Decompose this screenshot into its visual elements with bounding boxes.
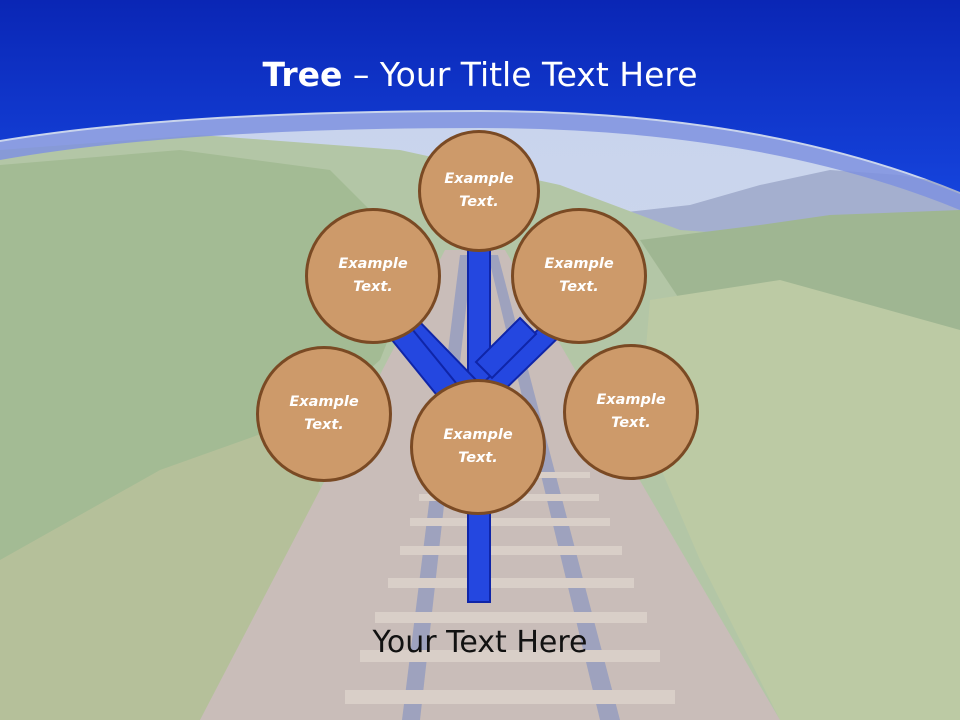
node-upper-left-label: Example Text. [338, 256, 408, 295]
node-lower-left: Example Text. [256, 346, 392, 482]
caption-text: Your Text Here [372, 625, 588, 660]
node-top: Example Text. [418, 130, 540, 252]
left-grass [0, 420, 330, 720]
header-arc [0, 112, 960, 210]
node-lower-left-label: Example Text. [289, 394, 359, 433]
node-center-label: Example Text. [443, 427, 513, 466]
node-upper-right-label: Example Text. [544, 256, 614, 295]
branch-lower-right [474, 316, 538, 380]
node-lower-right: Example Text. [563, 344, 699, 480]
node-lower-right-label: Example Text. [596, 392, 666, 431]
title-bold: Tree [262, 55, 343, 94]
node-upper-right: Example Text. [511, 208, 647, 344]
node-top-label: Example Text. [444, 171, 514, 210]
header-band [0, 0, 960, 192]
slide-title: Tree – Your Title Text Here [0, 52, 960, 98]
node-upper-left: Example Text. [305, 208, 441, 344]
right-grass [640, 280, 960, 720]
node-center: Example Text. [410, 379, 546, 515]
title-rest: – Your Title Text Here [342, 55, 698, 94]
